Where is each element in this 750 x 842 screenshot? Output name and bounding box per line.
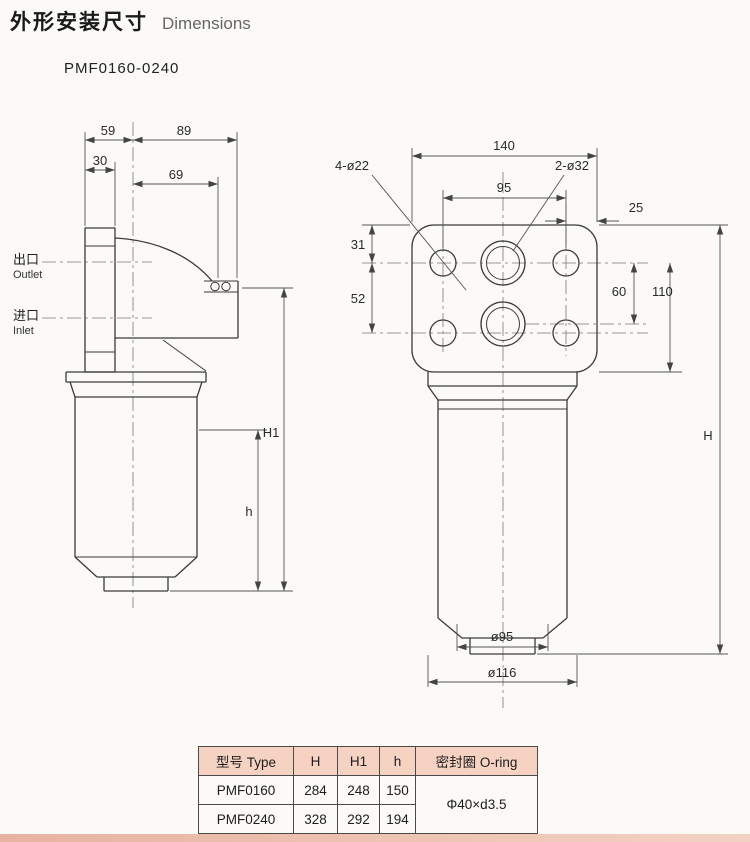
technical-drawing: 59 89 30 69 H1 h 出口 Outlet 进口 Inlet [13,122,728,708]
dim-H: H [703,428,712,443]
col-header-H1: H1 [337,746,380,776]
cell-oring: Φ40×d3.5 [415,775,538,834]
dim-69: 69 [169,167,183,182]
cell-model-2: PMF0240 [198,804,294,834]
model-range-label: PMF0160-0240 [64,60,180,77]
dim-52: 52 [351,291,365,306]
dim-140: 140 [493,138,515,153]
port-bores [480,240,526,347]
flange-plate [411,224,598,373]
dim-dia95: ø95 [491,629,513,644]
spec-table: 型号 Type H H1 h 密封圈 O-ring PMF0160 284 24… [198,746,538,834]
page-title-cn: 外形安装尺寸 [10,11,148,34]
table-row: PMF0160 284 248 150 Φ40×d3.5 [198,775,538,834]
dim-89: 89 [177,123,191,138]
cell-H-1: 284 [293,775,338,805]
dim-60: 60 [612,284,626,299]
dim-59: 59 [101,123,115,138]
inlet-label-en: Inlet [13,325,34,337]
cell-H1-1: 248 [337,775,380,805]
cell-H-2: 328 [293,804,338,834]
dim-110: 110 [652,284,673,299]
col-header-h: h [379,746,416,776]
right-view-body [427,372,578,655]
col-header-H: H [293,746,338,776]
page-header: 外形安装尺寸 Dimensions [10,6,251,36]
spec-table-header-row: 型号 Type H H1 h 密封圈 O-ring [198,746,538,776]
cell-h-1: 150 [379,775,416,805]
col-header-type: 型号 Type [198,746,294,776]
left-view-outline [65,227,239,592]
callout-small-holes: 4-ø22 [335,158,369,173]
table-row: PMF0240 328 292 194 [198,804,538,834]
cell-h-2: 194 [379,804,416,834]
dim-31: 31 [351,237,365,252]
cell-model-1: PMF0160 [198,775,294,805]
mounting-holes [429,249,580,347]
inlet-label-cn: 进口 [13,308,39,323]
dim-H1: H1 [263,425,280,440]
callout-big-holes: 2-ø32 [555,158,589,173]
page-title-en: Dimensions [162,14,251,33]
right-view: 140 95 4-ø22 2-ø32 25 31 52 60 110 [335,138,728,708]
page-footer-accent-strip [0,834,750,842]
left-view: 59 89 30 69 H1 h 出口 Outlet 进口 Inlet [13,122,293,608]
right-view-dimensions: 140 95 4-ø22 2-ø32 25 31 52 60 110 [335,138,728,687]
port-labels: 出口 Outlet 进口 Inlet [13,252,42,337]
col-header-oring: 密封圈 O-ring [415,746,538,776]
dim-95: 95 [497,180,511,195]
dim-h: h [245,504,252,519]
left-view-dimensions: 59 89 30 69 H1 h [84,123,293,592]
cell-H1-2: 292 [337,804,380,834]
dim-30: 30 [93,153,107,168]
dim-25: 25 [629,200,643,215]
outlet-label-cn: 出口 [13,252,39,267]
dim-dia116: ø116 [488,665,517,680]
outlet-label-en: Outlet [13,269,42,281]
